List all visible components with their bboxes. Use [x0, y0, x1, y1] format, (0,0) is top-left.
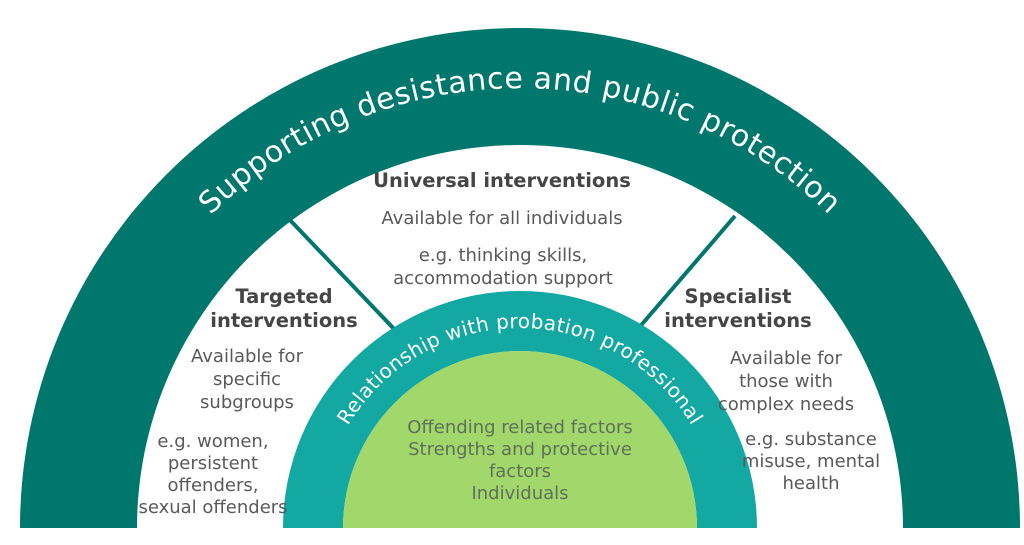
specialist-availability-line: Available for — [730, 348, 842, 369]
outer-band-arc — [20, 28, 1020, 528]
specialist-example-line: health — [782, 473, 840, 494]
core-text-line: Strengths and protective factors — [408, 439, 632, 482]
targeted-example-line: e.g. women, — [157, 431, 269, 452]
targeted-availability-line: Available for — [191, 346, 303, 367]
divider-line-left — [287, 217, 398, 333]
core-text-line: Individuals — [471, 483, 569, 504]
targeted-availability-line: specific — [212, 369, 282, 390]
targeted-availability-line: subgroups — [200, 392, 294, 413]
core-factors: Offending related factors Strengths and … — [399, 417, 641, 505]
specialist-example-line: e.g. substance — [745, 429, 877, 450]
specialist-heading: Specialist interventions — [664, 285, 812, 332]
specialist-example-line: misuse, mental — [741, 451, 881, 472]
targeted-example-line: sexual offenders — [138, 497, 288, 518]
targeted-example-line: offenders, — [167, 475, 259, 496]
relationship-band-arc — [283, 291, 757, 528]
targeted-examples: e.g. women, persistent offenders, sexual… — [138, 431, 287, 519]
universal-example-line: e.g. thinking skills, — [418, 245, 588, 266]
core-text-line: Offending related factors — [407, 417, 633, 438]
specialist-availability-line: those with — [739, 371, 833, 392]
targeted-example-line: persistent — [167, 453, 259, 474]
targeted-heading: Targeted interventions — [210, 285, 358, 332]
specialist-availability-line: complex needs — [717, 394, 855, 415]
universal-example-line: accommodation support — [393, 268, 613, 289]
divider-line-right — [635, 214, 737, 332]
specialist-availability: Available for those with complex needs — [718, 347, 854, 416]
targeted-availability: Available for specific subgroups — [191, 345, 303, 414]
universal-examples: e.g. thinking skills, accommodation supp… — [393, 244, 613, 290]
universal-heading: Universal interventions — [373, 169, 631, 192]
specialist-examples: e.g. substance misuse, mental health — [742, 429, 880, 495]
universal-availability: Available for all individuals — [381, 208, 623, 229]
core-circle — [343, 351, 697, 528]
